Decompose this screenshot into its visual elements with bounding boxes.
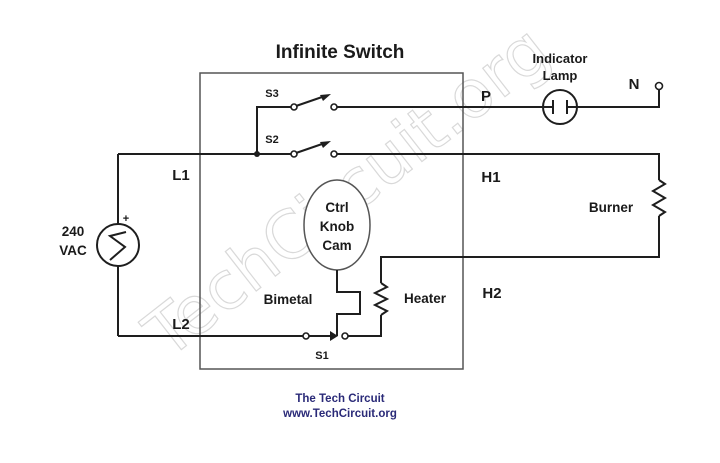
s3-terminal-in [290, 103, 298, 111]
l2-label: L2 [172, 316, 190, 333]
burner-label: Burner [589, 200, 634, 215]
n-terminal [654, 81, 664, 91]
bimetal-label: Bimetal [264, 292, 313, 307]
h1-label: H1 [481, 169, 500, 186]
heater-resistor-icon [372, 282, 390, 316]
s3-arrow-icon [320, 94, 331, 101]
switch-s2 [290, 141, 338, 158]
n-wire [577, 89, 660, 108]
infinite-switch-enclosure [199, 72, 464, 370]
s3-terminal-out [330, 103, 338, 111]
l1-label: L1 [172, 167, 190, 184]
source-voltage-label: 240 [62, 224, 85, 239]
heater-return-wire [347, 315, 382, 337]
s2-terminal-out [330, 150, 338, 158]
ac-source: + [96, 154, 140, 336]
h1-wire [337, 153, 660, 180]
s3-label: S3 [265, 88, 278, 100]
indicator-label-line2: Lamp [543, 68, 578, 83]
cam-label-line3: Cam [322, 238, 351, 253]
indicator-label-line1: Indicator [533, 51, 588, 66]
cam-label-line1: Ctrl [325, 200, 348, 215]
s1-terminal-in [302, 332, 310, 340]
switch-s3 [290, 94, 338, 111]
s2-blade [295, 142, 326, 154]
source-polarity: + [123, 213, 129, 225]
s1-contact-icon [330, 331, 338, 341]
s3-branch-wire [256, 106, 291, 154]
bimetal-strip [336, 270, 361, 336]
p-label: P [481, 88, 491, 105]
ac-source-circle [96, 223, 140, 267]
heater-label: Heater [404, 291, 447, 306]
switch-s1 [302, 331, 349, 341]
n-label: N [629, 76, 640, 93]
h2-label: H2 [482, 285, 501, 302]
cam-label-line2: Knob [320, 219, 355, 234]
burner-resistor-icon [651, 179, 667, 217]
s1-label: S1 [315, 350, 328, 362]
s2-arrow-icon [320, 141, 331, 148]
s3-blade [295, 95, 326, 107]
credit-url: www.TechCircuit.org [282, 408, 397, 420]
s2-label: S2 [265, 134, 278, 146]
credit-name: The Tech Circuit [295, 393, 384, 405]
s2-terminal-in [290, 150, 298, 158]
source-type-label: VAC [59, 243, 87, 258]
s1-terminal-out [341, 332, 349, 340]
indicator-lamp [542, 89, 578, 125]
h2-wire [380, 216, 660, 283]
sine-wave-icon [107, 231, 127, 261]
diagram-title: Infinite Switch [276, 42, 405, 63]
